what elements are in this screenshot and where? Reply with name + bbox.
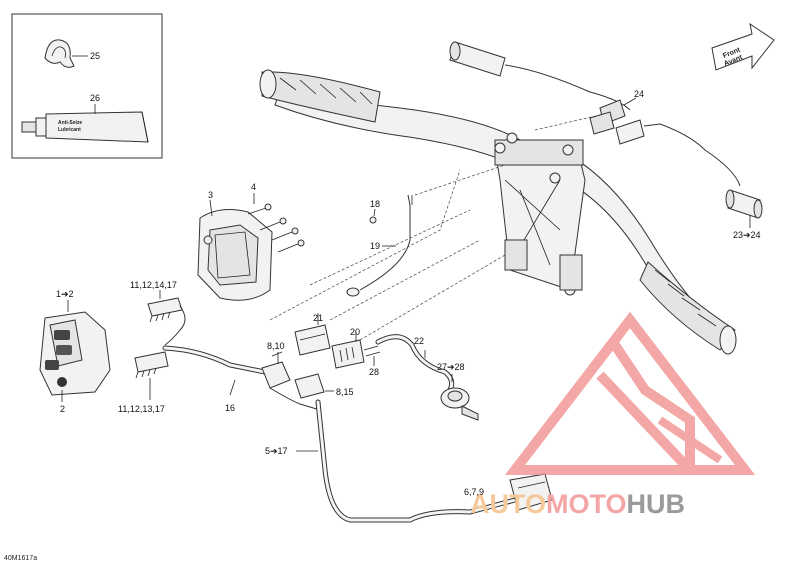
callout-3: 3 [208,190,213,200]
connector-8-10 [261,351,291,389]
callout-23-24: 23➔24 [733,230,761,240]
callout-22: 22 [414,336,424,346]
connector-8-15 [269,373,325,411]
riser-clamp [494,132,586,296]
handlebar [259,69,737,355]
watermark-text: AUTOMOTOHUB [470,489,685,519]
callout-28: 28 [369,367,379,377]
callout-19: 19 [370,241,380,251]
tube-label-line-1: Anti-Seize [58,120,82,126]
callout-20: 20 [350,327,360,337]
lubricant-tube: Anti-Seize Lubricant [21,111,149,143]
callout-8-15: 8,15 [336,387,354,397]
connector-6-7-9 [509,473,553,511]
connector-lower-left [134,351,169,379]
callout-18: 18 [370,199,380,209]
figure-reference-code: 40M1617a [4,555,37,562]
watermark-logo [504,311,756,475]
callout-21: 21 [313,313,323,323]
inset-box: Anti-Seize Lubricant [11,13,163,159]
callout-5-17: 5➔17 [265,446,288,456]
switch-module [39,311,111,396]
callout-4: 4 [251,182,256,192]
grip-heater-element [449,41,741,187]
connector-20 [331,339,381,369]
callout-24: 24 [634,89,644,99]
ground-wire [346,194,413,297]
callout-8-10: 8,10 [267,341,285,351]
watermark-moto: MOTO [546,489,627,519]
sensor-27-28 [440,387,479,421]
wiring-harness-16 [162,345,268,375]
callout-25: 25 [90,51,100,61]
callout-27-28: 27➔28 [437,362,465,372]
connector-upper-left [147,297,186,346]
callout-2: 2 [60,404,65,414]
switch-housing [197,209,273,301]
callout-26: 26 [90,93,100,103]
main-harness [315,399,518,523]
connector-21 [294,324,331,356]
callout-11-12-14-17: 11,12,14,17 [130,280,177,290]
callout-1-2: 1➔2 [56,289,74,299]
front-arrow: Front Avant [711,22,775,71]
callout-11-12-13-17: 11,12,13,17 [118,404,165,414]
watermark-auto: AUTO [470,489,546,519]
clip-part [44,39,75,68]
watermark-hub: HUB [627,489,686,519]
screws [247,203,305,253]
callout-6-7-9: 6,7,9 [464,487,484,497]
grip-sleeve [725,189,763,219]
tube-label-line-2: Lubricant [58,127,81,133]
leader-dashes [269,114,601,341]
harness-22 [375,334,455,393]
callout-16: 16 [225,403,235,413]
